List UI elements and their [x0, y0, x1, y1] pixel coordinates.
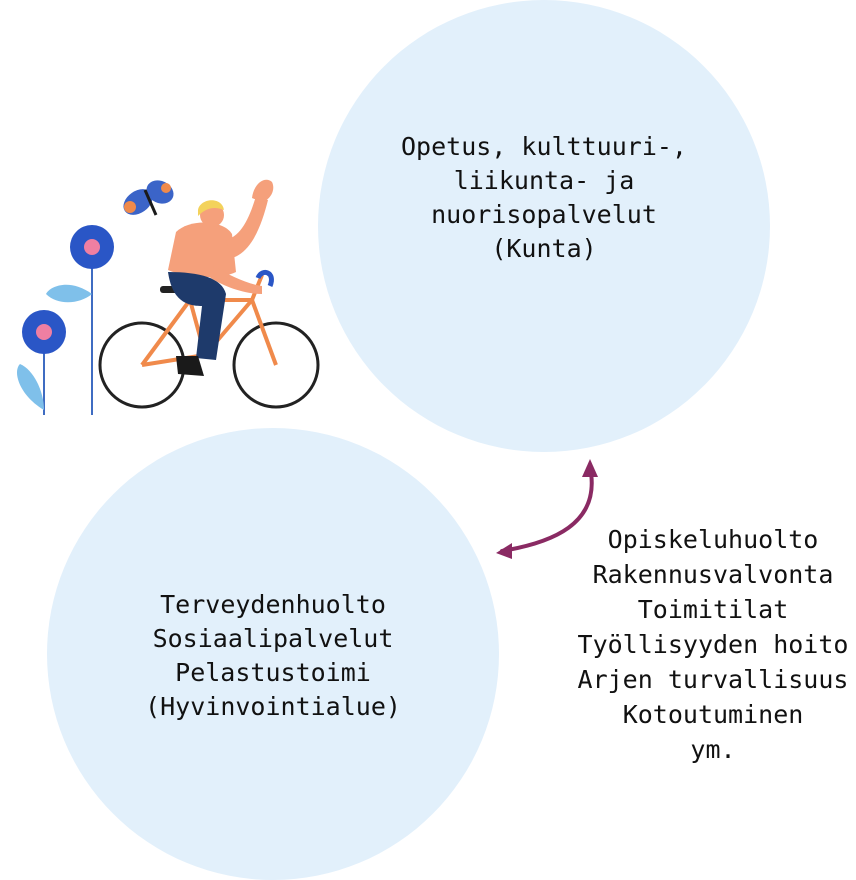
butterfly-icon: [123, 180, 174, 216]
handlebar: [255, 269, 274, 287]
leaf-shape: [46, 284, 92, 303]
flower-icon: [70, 225, 114, 415]
list-item: Toimitilat: [637, 595, 789, 624]
text-line: Terveydenhuolto: [160, 590, 386, 619]
rider: [168, 179, 274, 376]
text-line: Sosiaalipalvelut: [152, 624, 394, 653]
text-line: Pelastustoimi: [175, 658, 371, 687]
wellbeing-area-circle: Terveydenhuolto Sosiaalipalvelut Pelastu…: [47, 428, 499, 880]
text-line: (Hyvinvointialue): [145, 692, 401, 721]
list-item: ym.: [690, 735, 736, 764]
text-line: nuorisopalvelut: [431, 200, 657, 229]
text-line: Opetus, kulttuuri-,: [401, 132, 687, 161]
municipality-circle: Opetus, kulttuuri-, liikunta- ja nuoriso…: [318, 0, 770, 452]
shared-services-list: Opiskeluhuolto Rakennusvalvonta Toimitil…: [560, 522, 856, 767]
wellbeing-services-text: Terveydenhuolto Sosiaalipalvelut Pelastu…: [47, 588, 499, 724]
list-item: Rakennusvalvonta: [592, 560, 834, 589]
flower-icon: [22, 310, 66, 415]
text-line: (Kunta): [491, 234, 597, 263]
text-line: liikunta- ja: [453, 166, 635, 195]
bicycle-wheel: [232, 321, 320, 409]
list-item: Työllisyyden hoito: [577, 630, 849, 659]
list-item: Opiskeluhuolto: [607, 525, 819, 554]
list-item: Kotoutuminen: [622, 700, 804, 729]
leaf-shape: [17, 364, 44, 410]
double-arrow-icon: [496, 459, 598, 559]
cyclist-illustration: [17, 179, 320, 415]
list-item: Arjen turvallisuus: [577, 665, 849, 694]
municipality-services-text: Opetus, kulttuuri-, liikunta- ja nuoriso…: [318, 130, 770, 266]
